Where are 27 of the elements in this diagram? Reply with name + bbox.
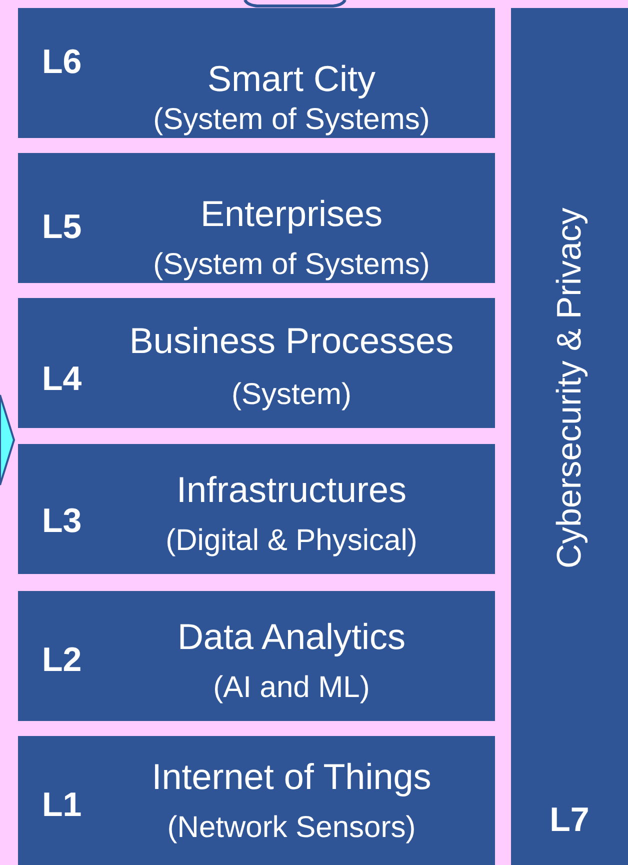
layer-title: Cybersecurity & Privacy [550, 208, 589, 568]
level-label: L6 [42, 43, 82, 82]
layer-title: Smart City [206, 58, 376, 100]
layer-title: Enterprises [199, 193, 384, 235]
level-label: L4 [42, 360, 82, 399]
layer-box [18, 8, 495, 138]
level-label: L7 [548, 801, 590, 840]
level-label: L1 [42, 786, 82, 825]
level-label: L2 [42, 641, 82, 680]
layer-box [18, 444, 495, 574]
layer-column [511, 8, 628, 865]
layer-box [18, 153, 495, 283]
level-label: L3 [42, 502, 82, 541]
layer-title: Data Analytics [176, 616, 407, 658]
layer-title: Internet of Things [150, 756, 432, 798]
layer-box [18, 298, 495, 428]
layer-subtitle: (AI and ML) [212, 671, 371, 705]
layer-title: Infrastructures [175, 469, 408, 511]
layer-subtitle: (Digital & Physical) [164, 524, 418, 558]
layer-subtitle: (System) [230, 378, 352, 412]
level-label: L5 [42, 208, 82, 247]
layer-subtitle: (System of Systems) [152, 248, 431, 282]
layer-box [18, 591, 495, 721]
layer-subtitle: (System of Systems) [152, 103, 431, 137]
layer-title: Business Processes [128, 320, 455, 362]
layer-box [18, 736, 495, 865]
layer-subtitle: (Network Sensors) [166, 811, 417, 845]
